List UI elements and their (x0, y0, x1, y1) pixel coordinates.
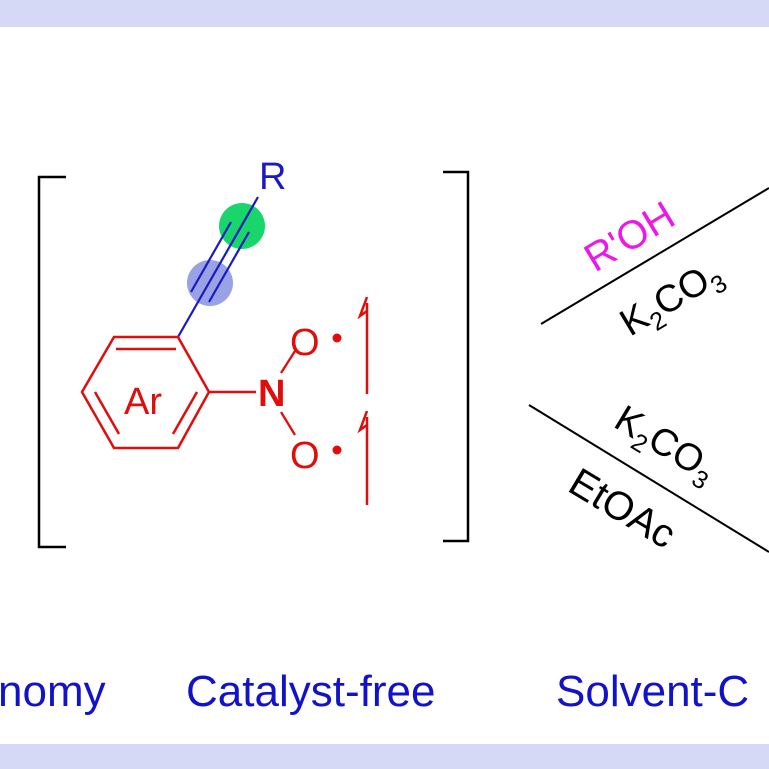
feature-solvent: Solvent-C (556, 667, 750, 716)
upper-path-line (540, 187, 769, 325)
right-bracket (443, 170, 470, 543)
bottom-band (0, 744, 769, 769)
radical-dot-top (332, 333, 342, 343)
ring-label-ar: Ar (124, 381, 162, 423)
feature-catalyst-free: Catalyst-free (186, 667, 436, 716)
oxygen-bottom: O (290, 435, 320, 477)
oxygen-top: O (290, 322, 320, 364)
substituent-r: R (259, 156, 286, 198)
nitrogen-atom: N (258, 373, 285, 415)
reagent-alcohol: R'OH (577, 193, 682, 280)
spin-arrows (357, 296, 369, 505)
n-o-top-bond (280, 350, 296, 374)
reagent-base-lower: K2CO3 (604, 398, 723, 496)
n-o-bottom-bond (280, 411, 296, 436)
radical-dot-bottom (332, 445, 342, 455)
reagent-base-upper: K2CO3 (613, 252, 732, 350)
lower-path-line (528, 404, 769, 553)
left-bracket (37, 175, 66, 549)
feature-atom-economy: nomy (0, 667, 106, 716)
top-band (0, 0, 769, 27)
reagent-solvent: EtOAc (561, 460, 683, 557)
alkyne-bonds (177, 196, 259, 338)
